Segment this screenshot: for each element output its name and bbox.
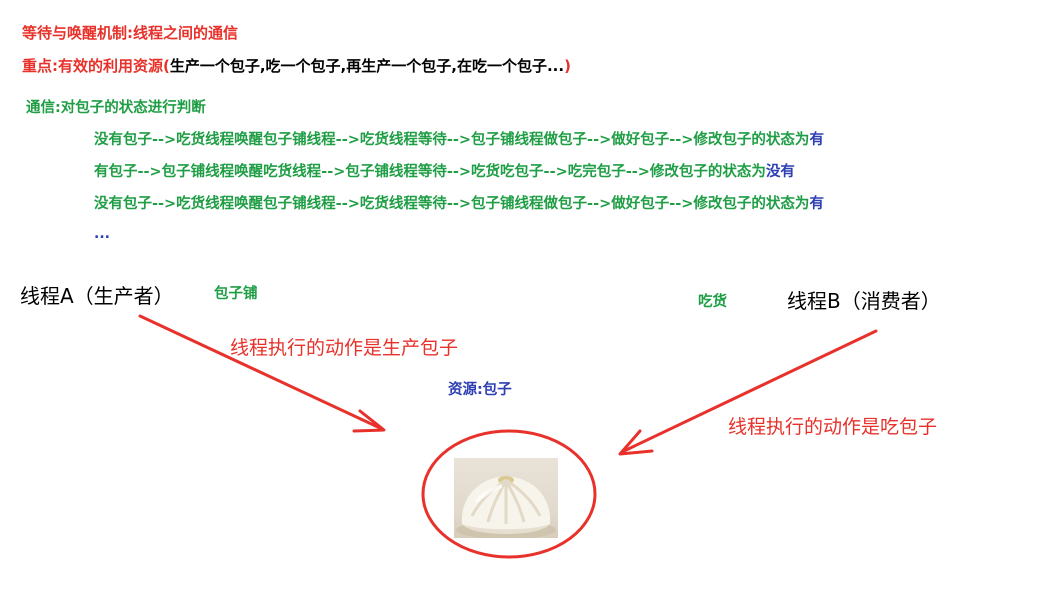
- flow-line-2: 有包子-->包子铺线程唤醒吃货线程-->包子铺线程等待-->吃货吃包子-->吃完…: [94, 160, 795, 181]
- flow-line-1: 没有包子-->吃货线程唤醒包子铺线程-->吃货线程等待-->包子铺线程做包子--…: [94, 128, 824, 149]
- flow-line-state: 没有: [765, 164, 795, 180]
- flow-line-3: 没有包子-->吃货线程唤醒包子铺线程-->吃货线程等待-->包子铺线程做包子--…: [94, 192, 824, 213]
- consumer-role-label: 吃货: [698, 294, 727, 310]
- flow-line-text: 没有包子-->吃货线程唤醒包子铺线程-->吃货线程等待-->包子铺线程做包子--…: [94, 196, 810, 212]
- consumer-thread-label: 线程B（消费者）: [787, 289, 941, 313]
- consumer-arrow: [618, 329, 878, 456]
- producer-action-label: 线程执行的动作是生产包子: [230, 337, 459, 359]
- flow-line-text: 有包子-->包子铺线程唤醒吃货线程-->包子铺线程等待-->吃货吃包子-->吃完…: [94, 164, 766, 180]
- resource-circle: [421, 429, 597, 559]
- flow-line-text: 没有包子-->吃货线程唤醒包子铺线程-->吃货线程等待-->包子铺线程做包子--…: [94, 132, 810, 148]
- key-point-detail: 生产一个包子,吃一个包子,再生产一个包子,在吃一个包子...: [169, 57, 565, 75]
- consumer-action-label: 线程执行的动作是吃包子: [728, 416, 938, 438]
- page-title: 等待与唤醒机制:线程之间的通信: [22, 24, 239, 42]
- producer-arrow: [138, 314, 386, 433]
- flow-line-state: 有: [809, 196, 824, 212]
- key-point: 重点:有效的利用资源(生产一个包子,吃一个包子,再生产一个包子,在吃一个包子..…: [22, 55, 571, 76]
- flow-line-state: 有: [809, 132, 824, 148]
- communication-heading: 通信:对包子的状态进行判断: [26, 100, 206, 116]
- steamed-bun-image: [454, 458, 558, 538]
- resource-label: 资源:包子: [448, 382, 512, 398]
- steamed-bun-icon: [456, 476, 556, 538]
- key-point-prefix: 重点:有效的利用资源(: [22, 57, 170, 75]
- producer-thread-label: 线程A（生产者）: [20, 284, 174, 308]
- flow-ellipsis: ...: [94, 226, 110, 242]
- producer-role-label: 包子铺: [214, 286, 258, 302]
- key-point-suffix: ): [564, 57, 571, 75]
